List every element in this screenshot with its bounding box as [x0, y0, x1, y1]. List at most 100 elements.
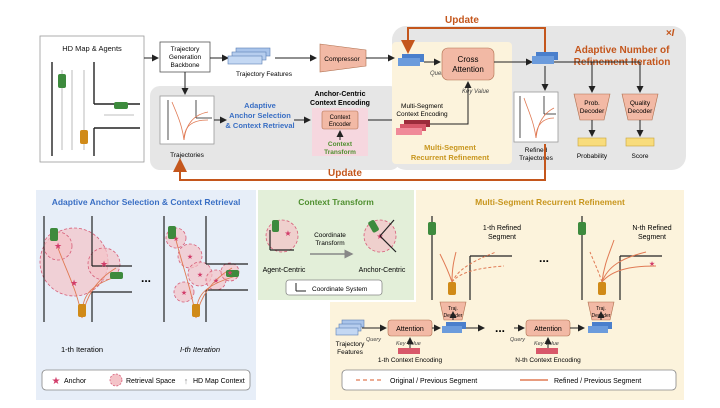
msrr-label-1: Multi-Segment [424, 143, 476, 152]
context-1-label: 1-th Context Encoding [378, 357, 443, 364]
output-features-block [532, 52, 558, 64]
cross-attention-label-1: Cross [458, 55, 479, 64]
anchor-centric-scene: ★ [363, 219, 397, 253]
segment-n-label-2: Segment [638, 234, 666, 241]
features-label-1: Trajectory [336, 341, 365, 348]
acce-label-1: Anchor-Centric [315, 91, 366, 98]
query-label: Query [430, 71, 447, 77]
msce-label-1: Multi-Segment [401, 103, 443, 110]
hd-map-label: HD Map & Agents [62, 44, 122, 53]
score-output [625, 137, 655, 147]
msrr-label-2: Recurrent Refinement [411, 153, 490, 162]
svg-text:★: ★ [649, 260, 655, 268]
backbone-label-1: Trajectory [171, 46, 200, 53]
traj-decoder-1-label-1: Traj. [448, 306, 458, 312]
adaptive-iteration-title-1: Adaptive Number of [574, 45, 670, 56]
segment-1-scene [428, 216, 512, 300]
trajectory-features-label: Trajectory Features [236, 71, 293, 78]
agent-centric-scene: ★ [265, 219, 299, 253]
iteration-ellipsis: ... [141, 271, 151, 285]
trajectories-label: Trajectories [170, 152, 204, 159]
cross-attention-block [441, 47, 495, 81]
svg-text:★: ★ [213, 277, 219, 285]
context-transform-title: Context Transform [298, 197, 374, 207]
iteration-i-label: I-th Iteration [180, 345, 220, 354]
svg-text:★: ★ [227, 269, 233, 277]
retrieval-space-icon [109, 373, 123, 387]
segment-n-scene: ★ [578, 216, 662, 300]
legend-original-label: Original / Previous Segment [390, 378, 477, 385]
msce-label-2: Context Encoding [396, 111, 448, 118]
segment-ellipsis: ... [539, 251, 549, 265]
cross-attention-label-2: Attention [452, 65, 484, 74]
hd-map-box [39, 35, 145, 163]
features-label-2: Features [337, 349, 363, 356]
probability-output [577, 137, 607, 147]
svg-text:★: ★ [54, 241, 62, 251]
query-block [398, 54, 424, 66]
kv-n-label: Key Value [534, 341, 559, 347]
legend-refined-label: Refined / Previous Segment [554, 378, 641, 385]
refined-trajectory-thumbnail [519, 96, 556, 139]
context-encoding-block [396, 120, 430, 135]
car-icon [58, 74, 128, 144]
refined-label-2: Trajectories [519, 155, 553, 162]
backbone-box [159, 41, 211, 73]
quality-decoder-label-2: Decoder [628, 108, 653, 115]
coordinate-transform-label-2: Transform [315, 240, 344, 247]
features-stack-icon [335, 319, 365, 336]
legend-map-label: HD Map Context [193, 378, 245, 385]
segment-1-label-2: Segment [488, 234, 516, 241]
svg-text:★: ★ [197, 271, 203, 279]
iteration-1-label: 1-th Iteration [61, 345, 103, 354]
aasc-label-2: Anchor Selection [229, 111, 291, 120]
update-loop-top [401, 27, 546, 56]
trajectory-thumbnail [167, 100, 212, 141]
coordinate-system-label: Coordinate System [312, 286, 367, 293]
probability-label: Probability [577, 153, 608, 160]
repeat-icon: ×I [666, 28, 675, 39]
aasc-label-3: & Context Retrieval [225, 121, 294, 130]
context-1-block [398, 348, 420, 354]
context-transform-label-2: Transform [324, 149, 356, 156]
acce-label-2: Context Encoding [310, 100, 370, 107]
output-n-block [588, 322, 612, 333]
compressor-label: Compressor [324, 56, 360, 63]
prob-decoder-block [573, 93, 611, 121]
context-n-block [536, 348, 558, 354]
svg-text:★: ★ [284, 229, 291, 238]
svg-text:★: ★ [181, 289, 187, 297]
svg-text:★: ★ [70, 278, 78, 288]
quality-decoder-label-1: Quality [630, 100, 651, 107]
context-transform-label-1: Context [328, 141, 353, 148]
attention-n-label: Attention [534, 326, 562, 333]
update-loop-bottom [173, 144, 546, 181]
output-1-block [442, 322, 466, 333]
trajectory-features-icon [227, 47, 271, 65]
legend-retrieval-label: Retrieval Space [126, 378, 176, 385]
msrr-section-title: Multi-Segment Recurrent Refinement [475, 197, 625, 207]
aasc-label-1: Adaptive [244, 101, 276, 110]
prob-decoder-label-2: Decoder [580, 108, 605, 115]
svg-text:★: ★ [173, 235, 179, 243]
query-1-label: Query [366, 337, 382, 343]
iteration-i-scene: ★ ★ ★ ★ ★ ★ [163, 216, 248, 322]
aasc-section-title: Adaptive Anchor Selection & Context Retr… [52, 197, 241, 207]
prob-decoder-label-1: Prob. [584, 100, 600, 107]
pipeline-ellipsis: ... [495, 321, 505, 335]
aasc-legend [41, 369, 251, 391]
refined-label-1: Refined [525, 147, 548, 154]
legend-anchor-label: Anchor [64, 378, 87, 385]
coordinate-system-legend [285, 279, 383, 296]
coordinate-transform-label-1: Coordinate [314, 232, 346, 239]
query-n-label: Query [510, 337, 526, 343]
context-n-label: N-th Context Encoding [515, 357, 581, 364]
quality-decoder-block [621, 93, 659, 121]
svg-text:★: ★ [100, 259, 108, 269]
context-encoder-label-1: Context [330, 115, 351, 121]
iteration-1-scene: ★ ★ ★ [39, 216, 132, 322]
hd-map-arrow-icon: ↑ [184, 376, 189, 386]
svg-text:★: ★ [187, 253, 193, 261]
key-value-label: Key Value [462, 89, 490, 95]
